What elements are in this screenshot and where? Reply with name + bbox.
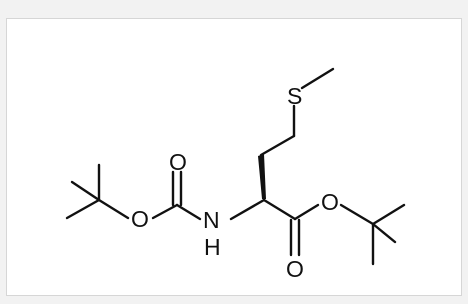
bond-boc-oxygen-tbu (97, 198, 130, 220)
bond-alpha-carbonyl (262, 198, 297, 221)
bond-alpha-nitrogen (229, 198, 266, 221)
nitrogen-hydrogen-label: H (204, 234, 221, 260)
bond-boc-tbu-methyl-1 (65, 198, 101, 220)
bond-s-methyl (300, 67, 335, 90)
bond-ch2-ch2 (259, 134, 296, 157)
nitrogen-atom-label: N (203, 207, 220, 233)
sulfur-atom-label: S (287, 83, 302, 109)
boc-ester-oxygen-label: O (131, 206, 149, 232)
tbu-ester-oxygen-label: O (321, 189, 339, 215)
structure-panel (6, 18, 462, 296)
bond-carbonyl-oxygen (293, 203, 320, 221)
bond-boc-tbu-methyl-2 (70, 180, 101, 202)
boc-carbonyl-oxygen-label: O (169, 149, 187, 175)
bond-boc-oxygen (151, 203, 179, 220)
bond-tbu-methyl-1 (371, 203, 406, 226)
stereo-wedge-bond (258, 154, 266, 199)
bond-nitrogen-boc (175, 203, 202, 221)
ester-carbonyl-oxygen-label: O (286, 256, 304, 282)
bond-oxygen-tbu (339, 203, 375, 226)
bond-tbu-methyl-2 (371, 222, 397, 244)
